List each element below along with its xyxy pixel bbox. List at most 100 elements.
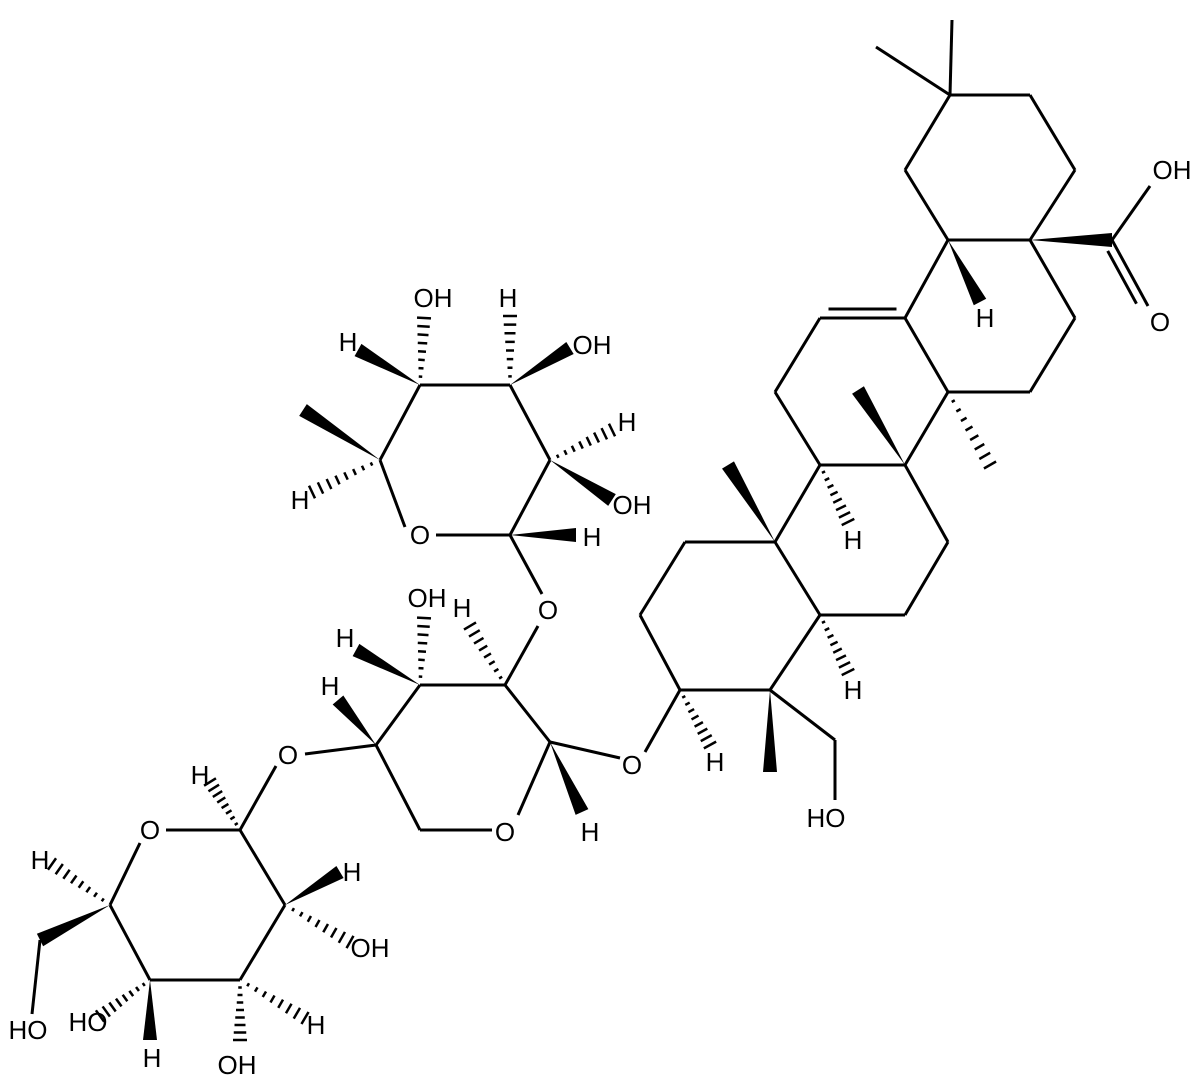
single-bond [378, 459, 407, 528]
atom-label: O [410, 520, 430, 550]
atom-label: O [538, 595, 558, 625]
hashed-bond [555, 423, 617, 459]
single-bond [903, 541, 950, 616]
wedge-bond [550, 742, 589, 815]
single-bond [638, 614, 682, 691]
double-bond [820, 307, 905, 320]
wedge-bond [332, 695, 376, 745]
atom-label: H [844, 675, 863, 705]
single-bond [1028, 169, 1077, 241]
atom-label: OH [613, 490, 652, 520]
single-bond [516, 741, 552, 816]
wedge-bond [354, 343, 420, 385]
wedge-bond [763, 690, 777, 772]
double-bond [1106, 239, 1150, 307]
atom-label: H [143, 1043, 162, 1073]
wedge-bond [510, 528, 576, 542]
hashed-bond [233, 986, 247, 1042]
atom-label: HO [9, 1015, 48, 1045]
atom-label: H [343, 857, 362, 887]
atom-label: OH [1153, 155, 1192, 185]
single-bond [1110, 185, 1152, 241]
wedge-bond [550, 460, 616, 506]
single-bond [903, 169, 950, 241]
atom-label: H [321, 671, 340, 701]
single-bond [769, 688, 836, 742]
single-bond [508, 459, 552, 536]
hashed-bond [416, 616, 432, 678]
atom-label: OH [573, 330, 612, 360]
single-bond [768, 614, 822, 691]
hashed-bond [503, 314, 517, 378]
single-bond [503, 684, 552, 743]
hashed-bond [681, 694, 717, 750]
single-bond [549, 740, 621, 760]
single-bond [638, 541, 687, 616]
atom-label: H [336, 623, 355, 653]
atom-label: H [844, 525, 863, 555]
single-bond [378, 384, 422, 461]
hashed-bond [246, 982, 310, 1025]
single-bond [903, 391, 950, 466]
hashed-bond [94, 982, 146, 1023]
atom-label: H [583, 522, 602, 552]
single-bond [773, 317, 822, 393]
wedge-bond [352, 643, 420, 685]
hashed-bond [46, 857, 105, 903]
wedge-bond [948, 240, 987, 306]
wedge-bond [299, 404, 380, 460]
single-bond [238, 904, 287, 981]
atom-label: O [1150, 307, 1170, 337]
atom-label: OH [414, 283, 453, 313]
atom-label: H [581, 817, 600, 847]
atom-label: H [291, 485, 310, 515]
single-bond [1028, 94, 1077, 171]
hashed-bond [821, 470, 855, 527]
single-bond [643, 689, 682, 753]
atom-label: O [622, 750, 642, 780]
atom-label: H [706, 747, 725, 777]
bonds [30, 19, 1152, 1042]
atom-label: HO [807, 803, 846, 833]
single-bond [773, 541, 822, 616]
atom-label: H [499, 283, 518, 313]
hashed-bond [416, 316, 432, 378]
single-bond [238, 765, 278, 831]
single-bond [773, 391, 822, 466]
atom-label: H [618, 407, 637, 437]
single-bond [1028, 239, 1077, 319]
single-bond [1028, 317, 1077, 393]
single-bond [374, 684, 422, 746]
atom-label: OH [351, 933, 390, 963]
single-bond [304, 743, 377, 756]
wedge-bond [852, 386, 905, 465]
atom-label: O [140, 815, 160, 845]
hashed-bond [951, 399, 997, 470]
single-bond [948, 19, 954, 96]
atom-label: H [339, 327, 358, 357]
single-bond [903, 317, 950, 393]
atom-label: H [307, 1010, 326, 1040]
wedge-bond [285, 865, 344, 905]
hashed-bond [307, 461, 374, 499]
single-bond [903, 464, 950, 543]
atom-label: O [278, 740, 298, 770]
single-bond [508, 534, 544, 595]
single-bond [903, 239, 950, 319]
single-bond [374, 744, 422, 831]
atom-label: O [495, 817, 515, 847]
single-bond [875, 45, 951, 97]
single-bond [108, 904, 152, 981]
wedge-bond [143, 980, 157, 1040]
atom-label: OH [218, 1050, 257, 1080]
single-bond [30, 939, 42, 1015]
wedge-bond [36, 905, 110, 947]
wedge-bond [722, 461, 775, 542]
atom-label: H [31, 845, 50, 875]
single-bond [503, 625, 540, 686]
single-bond [238, 829, 287, 906]
hashed-bond [203, 777, 239, 826]
hashed-bond [821, 620, 855, 677]
atom-label: HO [69, 1007, 108, 1037]
